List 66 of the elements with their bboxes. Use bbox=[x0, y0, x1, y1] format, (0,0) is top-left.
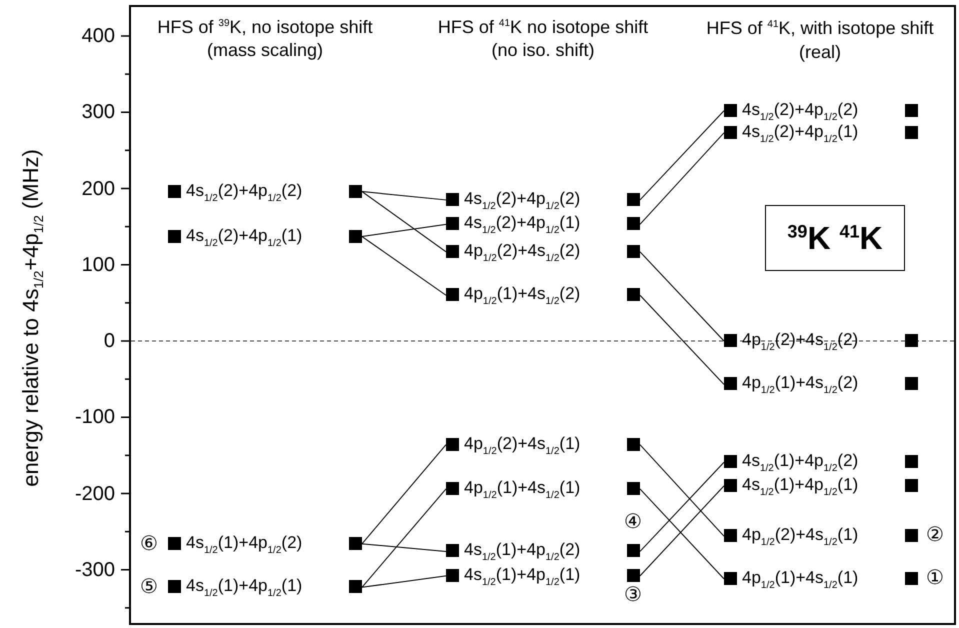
level-label: 4p$_{1/2}$(2)+4s$_{1/2}$(2) bbox=[464, 240, 580, 261]
level-label: 4s$_{1/2}$(2)+4p$_{1/2}$(1) bbox=[186, 226, 302, 246]
column-heading: HFS of $^{39}$K, no isotope shift (mass scaling) bbox=[156, 16, 374, 62]
energy-level bbox=[724, 122, 918, 143]
connector-line bbox=[362, 488, 446, 588]
connector-line bbox=[640, 251, 724, 342]
tick-label: 0 bbox=[102, 330, 115, 352]
energy-level bbox=[724, 331, 918, 351]
energy-level bbox=[446, 478, 640, 499]
connector-line bbox=[640, 110, 724, 200]
connector-line bbox=[640, 132, 724, 225]
level-label: 4p$_{1/2}$(2)+4s$_{1/2}$(1) bbox=[464, 434, 580, 454]
level-label: 4s$_{1/2}$(2)+4p$_{1/2}$(1) bbox=[742, 122, 858, 142]
tick-label: 300 bbox=[80, 101, 115, 124]
connector-line bbox=[640, 444, 724, 537]
energy-level bbox=[724, 452, 918, 472]
connector-line bbox=[362, 236, 446, 296]
connector-line bbox=[640, 462, 724, 552]
energy-level bbox=[446, 190, 640, 210]
tick-label: 200 bbox=[80, 178, 115, 200]
connector-line bbox=[362, 191, 446, 252]
energy-level bbox=[724, 476, 918, 496]
level-label: 4s$_{1/2}$(2)+4p$_{1/2}$(2) bbox=[186, 180, 302, 201]
column-heading: HFS of $^{41}$K no isotope shift (no iso. shift) bbox=[436, 16, 650, 62]
tick-label: 100 bbox=[80, 254, 115, 276]
connector-line bbox=[362, 543, 446, 552]
level-label: 4s$_{1/2}$(1)+4p$_{1/2}$(1) bbox=[464, 564, 580, 585]
legend-box bbox=[765, 205, 905, 271]
callout-number: ⑤ bbox=[140, 576, 158, 596]
connector-line bbox=[362, 224, 446, 238]
callout-number: ② bbox=[926, 524, 944, 544]
level-label: 4s$_{1/2}$(1)+4p$_{1/2}$(1) bbox=[742, 474, 858, 495]
callout-number: ⑥ bbox=[140, 532, 158, 553]
level-label: 4s$_{1/2}$(2)+4p$_{1/2}$(1) bbox=[464, 213, 580, 234]
energy-level bbox=[168, 182, 362, 202]
level-label: 4s$_{1/2}$(2)+4p$_{1/2}$(2) bbox=[742, 100, 858, 120]
energy-level bbox=[168, 226, 362, 247]
energy-level bbox=[724, 100, 918, 121]
callout-number: ③ bbox=[624, 584, 642, 604]
connector-line bbox=[362, 191, 446, 200]
tick-label: -100 bbox=[74, 406, 115, 428]
level-label: 4p$_{1/2}$(1)+4s$_{1/2}$(1) bbox=[464, 478, 580, 498]
level-label: 4s$_{1/2}$(2)+4p$_{1/2}$(2) bbox=[464, 188, 580, 209]
level-label: 4s$_{1/2}$(1)+4p$_{1/2}$(2) bbox=[742, 451, 858, 472]
connector-line bbox=[362, 575, 446, 588]
level-label: 4s$_{1/2}$(1)+4p$_{1/2}$(2) bbox=[464, 540, 580, 560]
connector-line bbox=[362, 444, 446, 544]
energy-level bbox=[446, 214, 640, 234]
callout-number: ① bbox=[926, 566, 944, 587]
tick-label: -300 bbox=[74, 558, 115, 581]
energy-level bbox=[446, 434, 640, 455]
isotope-label: $^{39}$K $^{41}$K bbox=[787, 220, 883, 256]
callout-number: ④ bbox=[624, 511, 642, 532]
column-heading: HFS of $^{41}$K, with isotope shift (real) bbox=[705, 17, 935, 64]
level-label: 4s$_{1/2}$(1)+4p$_{1/2}$(1) bbox=[186, 576, 302, 596]
level-label: 4s$_{1/2}$(1)+4p$_{1/2}$(2) bbox=[186, 532, 302, 553]
energy-level bbox=[724, 374, 918, 394]
tick-label: 400 bbox=[80, 25, 115, 47]
tick-label: -200 bbox=[74, 482, 115, 504]
energy-level bbox=[446, 242, 640, 262]
energy-level bbox=[446, 285, 640, 306]
level-label: 4p$_{1/2}$(1)+4s$_{1/2}$(2) bbox=[464, 284, 580, 304]
level-label: 4p$_{1/2}$(1)+4s$_{1/2}$(1) bbox=[742, 568, 858, 588]
level-label: 4p$_{1/2}$(2)+4s$_{1/2}$(1) bbox=[742, 525, 858, 546]
connector-line bbox=[640, 294, 724, 385]
level-label: 4p$_{1/2}$(1)+4s$_{1/2}$(2) bbox=[742, 373, 858, 394]
